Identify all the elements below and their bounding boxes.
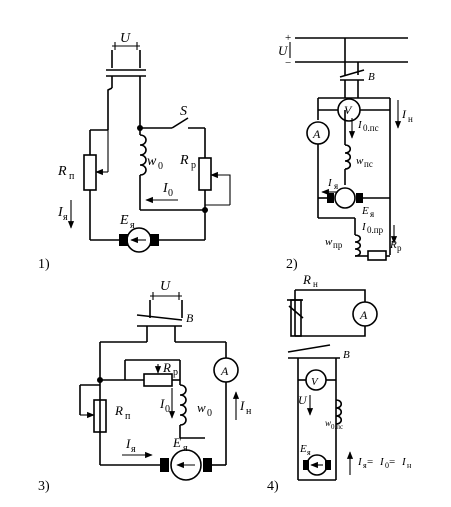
svg-text:w: w (356, 155, 364, 167)
svg-text:р: р (397, 243, 402, 253)
svg-text:н: н (313, 279, 318, 289)
svg-text:I: I (361, 221, 367, 233)
svg-text:0.пс: 0.пс (331, 423, 343, 431)
svg-text:I: I (57, 205, 64, 220)
armature (334, 187, 356, 209)
svg-text:I: I (159, 396, 165, 411)
rheostat-rr (367, 250, 387, 261)
panel-number-2: 2) (286, 257, 298, 272)
panel-3: U B R р I 0 w 0 A I (38, 279, 252, 494)
svg-text:0.пс: 0.пс (363, 123, 379, 133)
svg-text:р: р (191, 160, 196, 171)
svg-text:B: B (343, 349, 350, 361)
coil-w0 (179, 384, 187, 426)
svg-text:пр: пр (333, 240, 343, 250)
current-equality: I я = I 0 = I н (357, 456, 412, 470)
svg-text:A: A (220, 364, 229, 378)
svg-text:я: я (334, 181, 338, 191)
panel-number-4: 4) (267, 479, 279, 494)
svg-text:I: I (327, 177, 333, 189)
svg-text:R: R (389, 239, 397, 251)
rheostat-rn (290, 299, 302, 337)
svg-text:A: A (359, 308, 368, 322)
svg-text:U: U (278, 43, 289, 58)
svg-text:I: I (401, 456, 407, 468)
svg-text:я: я (370, 209, 374, 219)
svg-text:н: н (407, 461, 412, 470)
svg-text:я: я (307, 448, 311, 457)
svg-text:w: w (325, 418, 331, 428)
svg-text:я: я (363, 461, 367, 470)
svg-text:R: R (57, 164, 67, 179)
svg-text:я: я (130, 220, 135, 231)
armature (170, 449, 202, 481)
coil-wpr (354, 234, 362, 257)
svg-text:р: р (173, 367, 178, 378)
switch-s (171, 117, 189, 129)
svg-text:я: я (131, 444, 136, 455)
svg-text:w: w (147, 154, 157, 169)
panel-number-1: 1) (38, 257, 50, 272)
coil-w0ps (335, 399, 343, 425)
svg-text:E: E (172, 435, 181, 450)
svg-text:=: = (389, 456, 395, 468)
svg-text:0.пр: 0.пр (367, 225, 384, 235)
svg-text:E: E (361, 205, 369, 217)
svg-text:A: A (312, 127, 321, 141)
svg-text:п: п (125, 411, 131, 422)
svg-text:0: 0 (385, 461, 389, 470)
svg-text:I: I (379, 456, 385, 468)
svg-text:E: E (119, 213, 129, 228)
svg-text:R: R (302, 272, 311, 287)
svg-text:B: B (368, 71, 375, 83)
svg-text:R: R (114, 403, 123, 418)
svg-text:S: S (180, 104, 187, 119)
svg-text:0: 0 (168, 188, 173, 199)
svg-text:I: I (239, 398, 245, 413)
svg-text:пс: пс (364, 159, 373, 169)
panel-2: + − U B V I н A I 0.пс w пс (278, 32, 413, 272)
svg-text:U: U (298, 393, 308, 407)
armature (126, 227, 152, 253)
svg-text:н: н (408, 114, 413, 124)
svg-text:U: U (160, 279, 171, 294)
svg-text:−: − (285, 57, 291, 69)
svg-text:I: I (162, 181, 169, 196)
svg-text:R: R (162, 360, 171, 375)
svg-text:w: w (325, 236, 333, 248)
svg-text:0: 0 (158, 161, 163, 172)
svg-text:я: я (183, 443, 188, 454)
panel-1: U R п I я S w 0 (38, 31, 231, 272)
svg-text:B: B (186, 311, 194, 325)
svg-text:I: I (401, 107, 407, 121)
svg-text:R: R (179, 153, 189, 168)
svg-text:V: V (344, 103, 353, 117)
svg-text:п: п (69, 171, 75, 182)
svg-text:E: E (299, 443, 307, 455)
panel-number-3: 3) (38, 479, 50, 494)
u-label: U (120, 31, 131, 46)
coil-w0 (139, 134, 147, 176)
coil-wps (344, 144, 352, 170)
svg-text:=: = (367, 456, 373, 468)
rheostat-rr (143, 373, 173, 387)
svg-text:0: 0 (165, 404, 170, 415)
svg-text:I: I (125, 436, 131, 451)
svg-text:V: V (311, 376, 319, 388)
svg-text:я: я (63, 212, 68, 223)
svg-text:0: 0 (207, 408, 212, 419)
rheostat-rp (83, 154, 97, 191)
svg-text:w: w (197, 400, 206, 415)
svg-text:I: I (357, 119, 363, 131)
svg-text:I: I (357, 456, 363, 468)
panel-4: R н A B V U w 0.пс E я I я = I (267, 272, 412, 494)
svg-text:н: н (246, 406, 252, 417)
rheostat-rr (198, 157, 212, 191)
svg-text:+: + (285, 32, 291, 44)
